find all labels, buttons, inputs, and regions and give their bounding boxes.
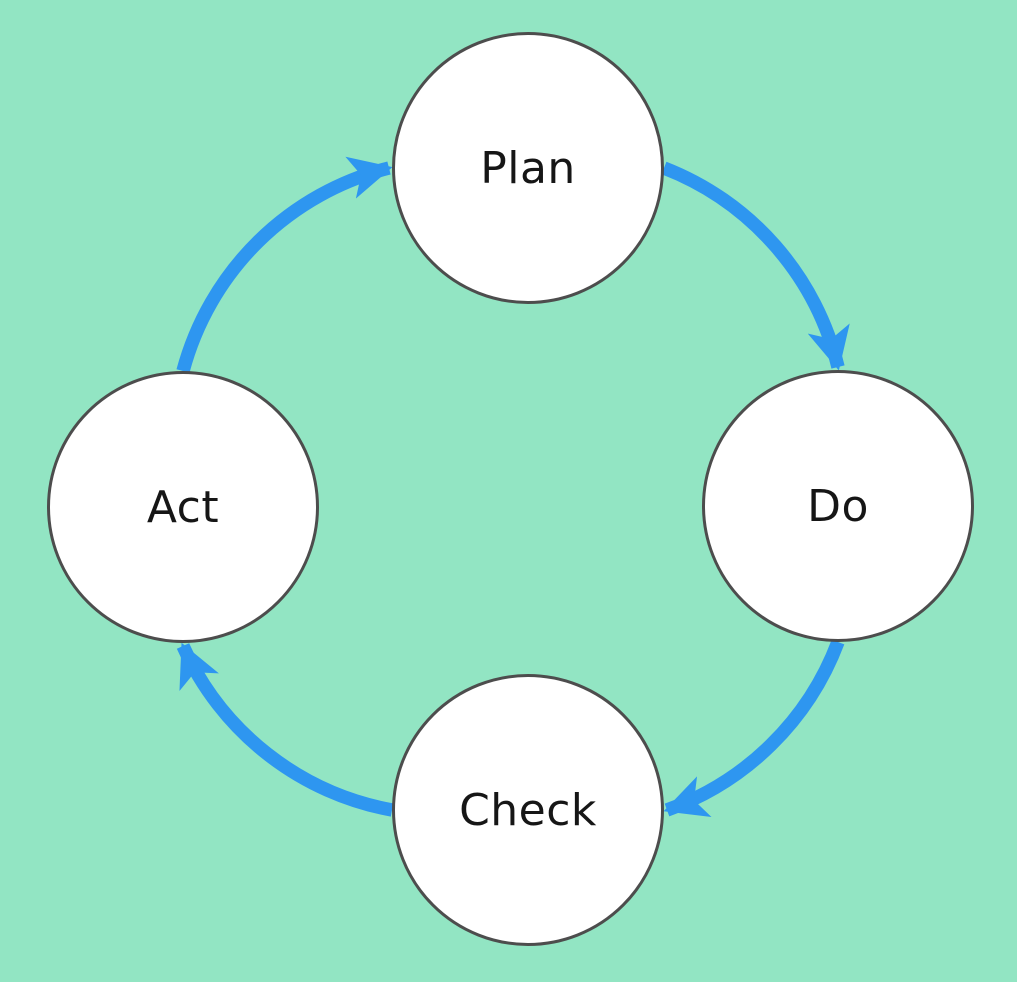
arrow-plan-to-do (661, 161, 850, 371)
node-check-label: Check (459, 784, 597, 836)
arrow-do-to-check (663, 639, 845, 818)
arrow-check-to-act (176, 642, 394, 817)
node-check: Check (392, 674, 664, 946)
arrow-act-to-plan (176, 156, 393, 373)
node-act: Act (47, 371, 319, 643)
node-plan: Plan (392, 32, 664, 304)
node-plan-label: Plan (480, 142, 576, 194)
node-do-label: Do (807, 480, 869, 532)
node-act-label: Act (146, 481, 220, 533)
node-do: Do (702, 370, 974, 642)
